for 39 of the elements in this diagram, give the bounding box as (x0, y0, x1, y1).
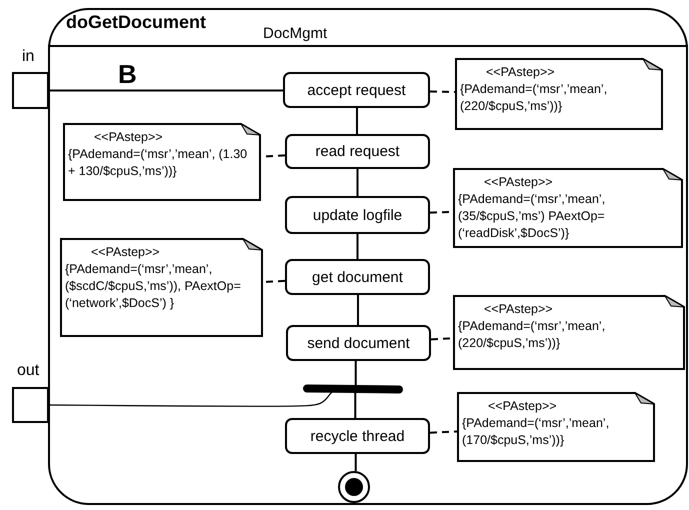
stereotype-label: <<PAstep>> (487, 398, 558, 415)
stereotype-label: <<PAstep>> (90, 244, 161, 261)
constraint-text: {PAdemand=(‘msr’,’mean’, ($scdC/$cpuS,’ms’)), PAextOp=(‘network’,$DocS’) } (65, 261, 242, 312)
note (60, 238, 263, 337)
action-box (283, 72, 430, 108)
note (457, 392, 655, 462)
action-label: recycle thread (310, 428, 405, 444)
note (63, 123, 261, 201)
final-node (338, 471, 370, 503)
stereotype-label: <<PAstep>> (485, 64, 556, 81)
stereotype-label: <<PAstep>> (483, 174, 554, 191)
action-box (285, 259, 430, 295)
stereotype-label: <<PAstep>> (93, 129, 164, 146)
action-label: read request (315, 143, 400, 160)
pin-box (12, 387, 49, 423)
partition-name: DocMgmt (263, 25, 328, 42)
activity-frame (48, 8, 688, 505)
action-label: accept request (307, 82, 406, 98)
stereotype-label: <<PAstep>> (483, 301, 554, 318)
pin-label: in (22, 48, 34, 66)
note (455, 58, 663, 130)
constraint-text: {PAdemand=(‘msr’,’mean’, (170/$cpuS,’ms’))} (462, 415, 610, 449)
pin-label: out (17, 362, 40, 380)
action-label: get document (312, 268, 403, 286)
constraint-text: {PAdemand=(‘msr’,’mean’, (1.30 + 130/$cpuS,’ms’))} (68, 146, 248, 180)
note (453, 295, 685, 370)
action-box (286, 325, 431, 361)
action-box (285, 134, 430, 169)
action-label: update logfile (312, 206, 402, 224)
constraint-text: {PAdemand=(‘msr’,’mean’, (220/$cpuS,’ms’))} (460, 81, 608, 115)
constraint-text: {PAdemand=(‘msr’,’mean’, (220/$cpuS,’ms’))} (458, 318, 606, 352)
note (453, 168, 683, 248)
action-box (285, 418, 430, 454)
fork-bar (302, 384, 404, 394)
activity-title: doGetDocument (66, 12, 206, 33)
constraint-text: {PAdemand=(‘msr’,’mean’, (35/$cpuS,’ms’) PAextOp=(‘readDisk’,$DocS’)} (458, 191, 606, 242)
action-label: send document (307, 334, 410, 352)
action-box (285, 196, 430, 234)
pin-box (12, 72, 49, 109)
